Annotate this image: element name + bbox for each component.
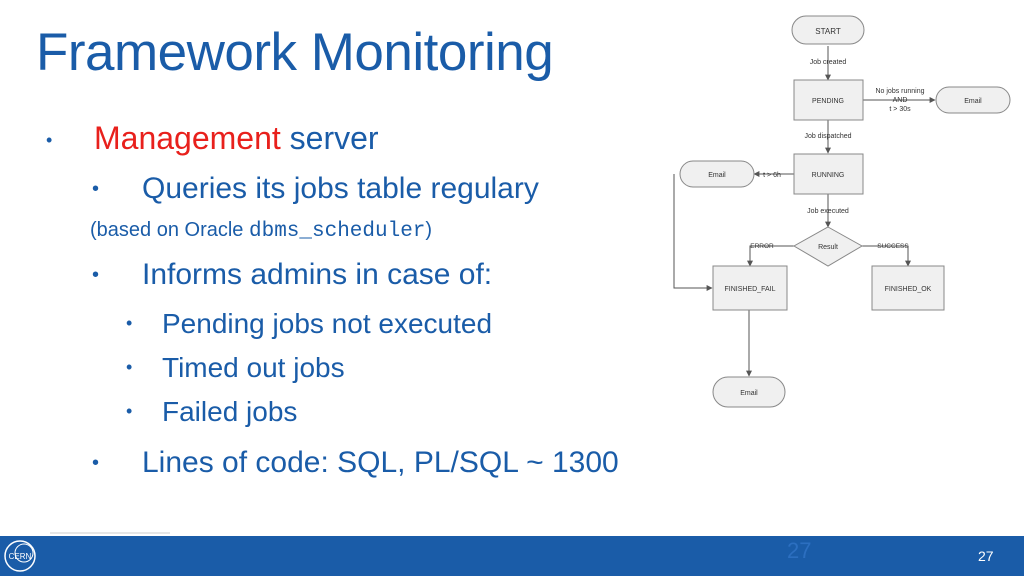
management-word: Management — [94, 120, 281, 156]
job-created-label: Job created — [810, 59, 847, 66]
slide-title: Framework Monitoring — [36, 23, 554, 82]
no-jobs-line-1: No jobs running — [875, 88, 924, 95]
bullet-dot-icon: • — [126, 313, 133, 333]
svg-text:CERN: CERN — [9, 552, 32, 561]
note-code: dbms_scheduler — [248, 220, 426, 243]
failed-text: Failed jobs — [162, 396, 298, 427]
email-left-node — [679, 160, 755, 188]
email-bottom-label: Email — [740, 390, 758, 397]
queries-text: Queries its jobs table regulary — [142, 172, 539, 205]
bullet-dot-icon: • — [92, 452, 100, 474]
email-right-node — [935, 86, 1011, 114]
finished-fail-node — [712, 265, 788, 311]
error-label: ERROR — [750, 243, 774, 250]
email-bottom-node — [712, 376, 786, 408]
page-number: 27 — [978, 548, 994, 564]
footer-bar — [0, 536, 1024, 576]
success-label: SUCCESS — [877, 243, 909, 250]
note-prefix: (based on Oracle — [90, 219, 249, 241]
bullet-dot-icon: • — [126, 401, 133, 421]
timed-out-text: Timed out jobs — [162, 352, 345, 383]
server-word: server — [280, 120, 379, 156]
pending-text: Pending jobs not executed — [162, 308, 493, 339]
running-label: RUNNING — [812, 172, 845, 179]
pending-label: PENDING — [812, 98, 844, 105]
job-state-flowchart: START Job created PENDING No jobs runnin… — [673, 15, 1011, 408]
oracle-note: (based on Oracle dbms_scheduler) — [90, 219, 432, 243]
result-decision-node — [792, 226, 864, 267]
result-label: Result — [818, 244, 838, 251]
job-executed-label: Job executed — [807, 208, 849, 215]
no-jobs-line-3: t > 30s — [889, 106, 911, 113]
bullet-dot-icon: • — [46, 130, 53, 150]
running-node — [793, 153, 864, 195]
t-6h-label: t > 6h — [763, 172, 781, 179]
start-node — [791, 15, 865, 45]
email-left-label: Email — [708, 172, 726, 179]
finished-ok-label: FINISHED_OK — [885, 286, 932, 293]
pending-node — [793, 79, 864, 121]
finished-ok-node — [871, 265, 945, 311]
informs-text: Informs admins in case of: — [142, 258, 493, 291]
note-suffix: ) — [425, 219, 433, 241]
page-number-faint: 27 — [787, 538, 812, 563]
finished-fail-label: FINISHED_FAIL — [725, 286, 776, 293]
bullet-dot-icon: • — [92, 178, 100, 200]
start-label: START — [815, 27, 841, 36]
email-right-label: Email — [964, 98, 982, 105]
no-jobs-line-2: AND — [893, 97, 908, 104]
cern-logo-icon: CERN — [4, 540, 36, 572]
lines-text: Lines of code: SQL, PL/SQL ~ 1300 — [142, 446, 619, 479]
footer-divider — [50, 532, 170, 534]
bullet-dot-icon: • — [92, 264, 100, 286]
bullet-dot-icon: • — [126, 357, 133, 377]
job-dispatched-label: Job dispatched — [804, 133, 851, 140]
